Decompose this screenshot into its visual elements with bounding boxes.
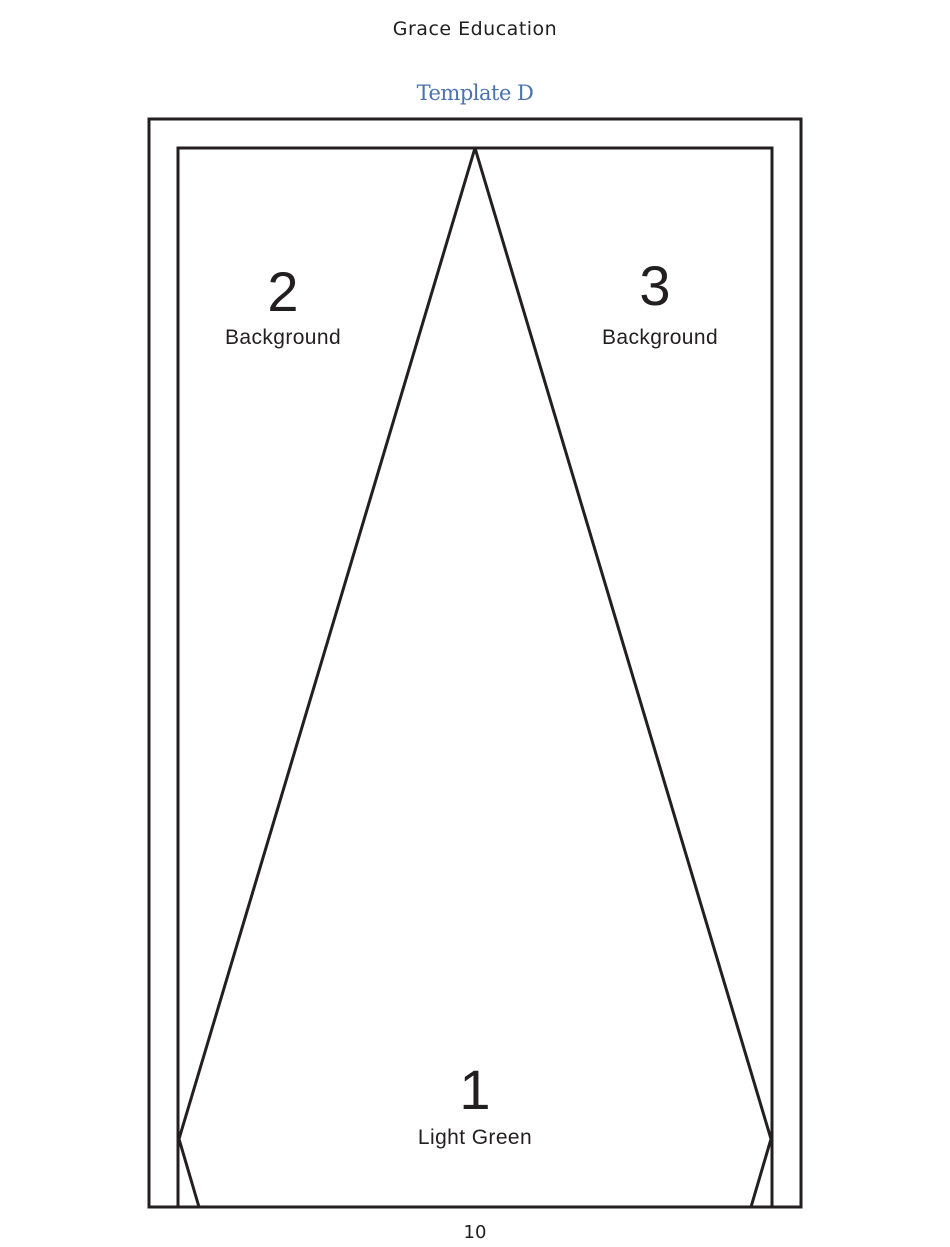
piece-3-color: Background — [601, 326, 719, 349]
right-triangle-edge — [473, 147, 773, 1208]
piece-2-number: 2 — [267, 260, 299, 323]
piece-2-color: Background — [224, 326, 342, 349]
left-triangle-edge — [177, 147, 477, 1208]
brand-header: Grace Education — [392, 18, 558, 40]
piece-1-number: 1 — [459, 1058, 491, 1121]
outer-border — [147, 117, 803, 1209]
template-title: Template D — [416, 81, 534, 105]
piece-1-color: Light Green — [417, 1126, 533, 1149]
piece-3-number: 3 — [639, 254, 671, 317]
page-number: 10 — [463, 1222, 487, 1243]
